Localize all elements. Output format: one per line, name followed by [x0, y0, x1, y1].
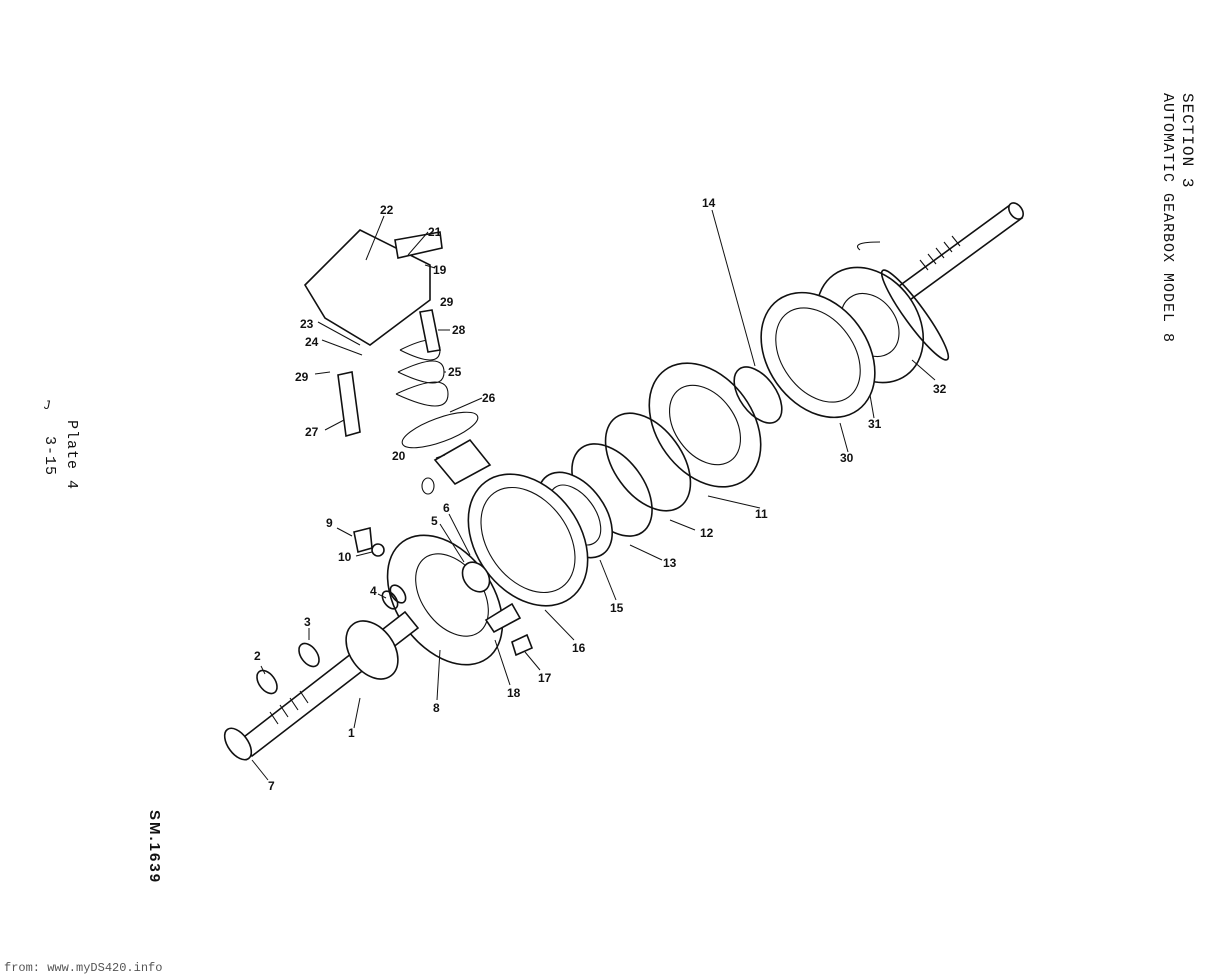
- leader-lines: [251, 209, 936, 781]
- plug-drawing: [353, 526, 385, 557]
- callout-16: 16: [572, 641, 586, 655]
- callout-23: 23: [300, 317, 314, 331]
- callout-labels: 1 2 3 4 5 6 7 8 9 10 11 12 13 14 15 16 1…: [254, 196, 947, 793]
- callout-12: 12: [700, 526, 714, 540]
- callout-19: 19: [433, 263, 447, 277]
- callout-24: 24: [305, 335, 319, 349]
- callout-4: 4: [370, 584, 377, 598]
- callout-14: 14: [702, 196, 716, 210]
- callout-32: 32: [933, 382, 947, 396]
- circlip-drawings: [256, 584, 407, 695]
- callout-31: 31: [868, 417, 882, 431]
- callout-28: 28: [452, 323, 466, 337]
- callout-20: 20: [392, 449, 406, 463]
- callout-6: 6: [443, 501, 450, 515]
- callout-30: 30: [840, 451, 854, 465]
- front-housing-drawing: [386, 534, 504, 666]
- callout-15: 15: [610, 601, 624, 615]
- shoe-drawings: [484, 602, 534, 657]
- brake-drum-drawing: [467, 473, 589, 607]
- callout-29-right: 29: [440, 295, 454, 309]
- callout-8: 8: [433, 701, 440, 715]
- callout-18: 18: [507, 686, 521, 700]
- stray-mark: J: [44, 398, 50, 412]
- callout-22: 22: [380, 203, 394, 217]
- callout-1: 1: [348, 726, 355, 740]
- input-shaft-drawing: [223, 610, 420, 761]
- callout-10: 10: [338, 550, 352, 564]
- callout-7: 7: [268, 779, 275, 793]
- callout-3: 3: [304, 615, 311, 629]
- callout-29-left: 29: [295, 370, 309, 384]
- planet-carrier-drawing: [648, 362, 783, 488]
- callout-2: 2: [254, 649, 261, 663]
- callout-13: 13: [663, 556, 677, 570]
- servo-body-drawing: [303, 229, 492, 495]
- callout-21: 21: [428, 225, 442, 239]
- callout-9: 9: [326, 516, 333, 530]
- source-footer: from: www.myDS420.info: [4, 961, 163, 975]
- callout-11: 11: [755, 507, 768, 521]
- callout-27: 27: [305, 425, 319, 439]
- callout-25: 25: [448, 365, 462, 379]
- callout-17: 17: [538, 671, 552, 685]
- gear-drawings: [760, 266, 950, 419]
- callout-5: 5: [431, 514, 438, 528]
- callout-26: 26: [482, 391, 496, 405]
